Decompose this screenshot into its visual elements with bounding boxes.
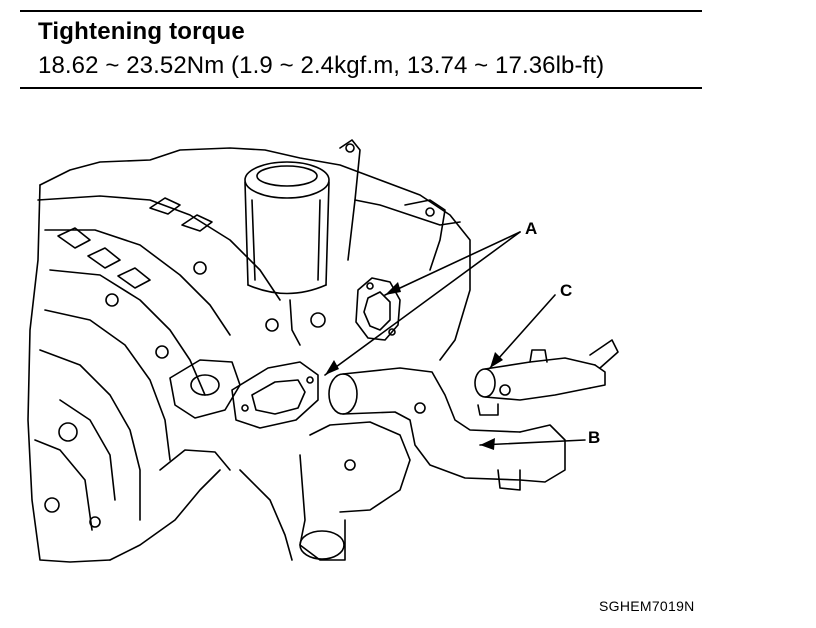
figure-code: SGHEM7019N — [599, 598, 695, 614]
gasket-a-lower — [231, 361, 319, 429]
top-rule — [20, 10, 702, 12]
callout-leaders — [324, 231, 586, 446]
hose-connector-c — [474, 339, 619, 416]
arrowhead-a-upper — [385, 282, 401, 295]
front-plate — [159, 359, 241, 471]
torque-value: 18.62 ~ 23.52Nm (1.9 ~ 2.4kgf.m, 13.74 ~… — [38, 52, 605, 79]
upper-bracket — [339, 139, 461, 271]
arrowhead-a-lower — [325, 360, 339, 375]
gasket-a-upper — [355, 277, 401, 341]
arrowhead-b — [480, 438, 495, 450]
callout-label-c: C — [560, 281, 573, 300]
callout-label-b: B — [588, 428, 601, 447]
torque-heading: Tightening torque — [38, 18, 245, 45]
engine-block — [27, 147, 471, 563]
water-pipe-b — [299, 367, 566, 561]
arrowhead-c — [490, 352, 503, 368]
oil-filter — [244, 161, 330, 346]
bottom-rule — [20, 87, 702, 89]
callout-label-a: A — [525, 219, 538, 238]
